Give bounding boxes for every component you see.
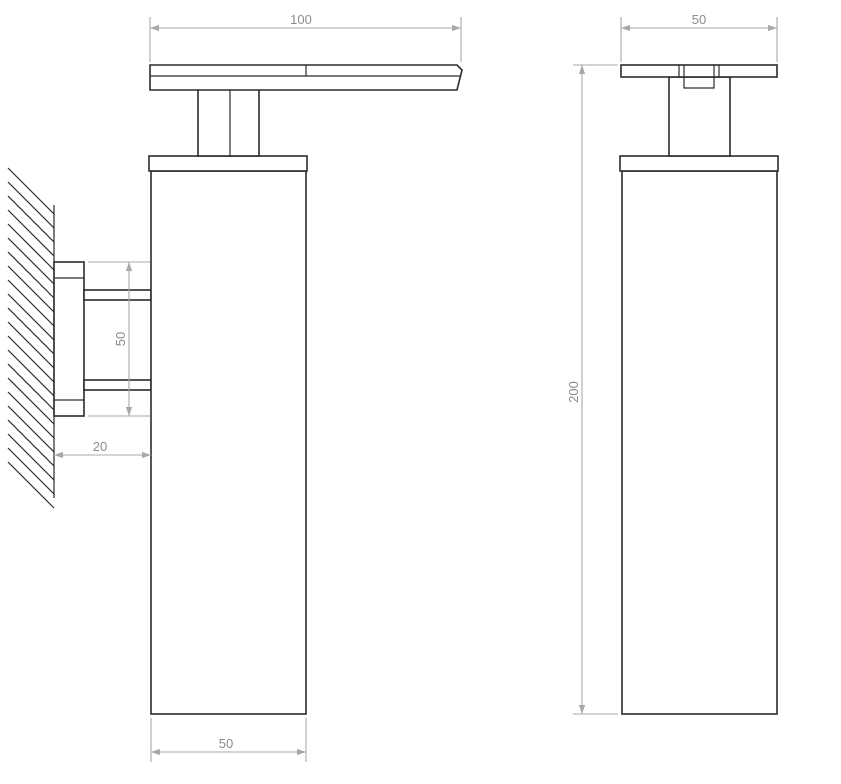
hatch-line	[7, 349, 55, 397]
hatch-line	[7, 293, 55, 341]
hatch-line	[7, 461, 55, 509]
side-view	[148, 64, 463, 715]
hatch-line	[7, 433, 55, 481]
dimension-top-right-width: 50	[620, 12, 778, 62]
dimension-wall-offset: 20	[54, 439, 151, 459]
wall	[7, 167, 55, 509]
hatch-line	[7, 363, 55, 411]
hatch-line	[7, 181, 55, 229]
front-neck	[668, 76, 731, 157]
hatch-line	[7, 195, 55, 243]
hatch-line	[7, 419, 55, 467]
front-collar	[619, 155, 779, 172]
hatch-line	[7, 167, 55, 215]
dimension-bottom-width: 50	[150, 718, 307, 762]
side-body	[150, 170, 307, 715]
hatch-line	[7, 223, 55, 271]
dimension-label-top-right-width: 50	[692, 12, 706, 27]
hatch-line	[7, 265, 55, 313]
hatch-line	[7, 405, 55, 453]
hatch-line	[7, 335, 55, 383]
hatch-line	[7, 377, 55, 425]
wall-hatch	[7, 167, 55, 509]
side-collar	[148, 155, 308, 172]
wall-mount-bracket	[53, 261, 152, 417]
dimension-label-bottom-width: 50	[219, 736, 233, 751]
side-neck	[197, 78, 260, 157]
hatch-line	[7, 209, 55, 257]
hatch-line	[7, 251, 55, 299]
front-head	[620, 64, 778, 78]
dimension-height: 200	[566, 64, 618, 715]
front-view	[619, 64, 779, 715]
dimension-label-height: 200	[566, 381, 581, 403]
hatch-line	[7, 447, 55, 495]
dimension-top-width: 100	[149, 12, 462, 62]
upper-arm	[83, 289, 152, 301]
dimension-bracket-spacing: 50	[88, 261, 150, 417]
wall-plate	[53, 261, 85, 417]
lower-arm	[83, 379, 152, 391]
dimension-label-bracket-spacing: 50	[113, 332, 128, 346]
hatch-line	[7, 237, 55, 285]
hatch-line	[7, 391, 55, 439]
dimension-label-top-width: 100	[290, 12, 312, 27]
hatch-line	[7, 321, 55, 369]
hatch-line	[7, 279, 55, 327]
hatch-line	[7, 307, 55, 355]
front-body	[621, 170, 778, 715]
side-head	[149, 64, 463, 91]
front-head-notch	[683, 65, 715, 89]
dimension-label-wall-offset: 20	[93, 439, 107, 454]
